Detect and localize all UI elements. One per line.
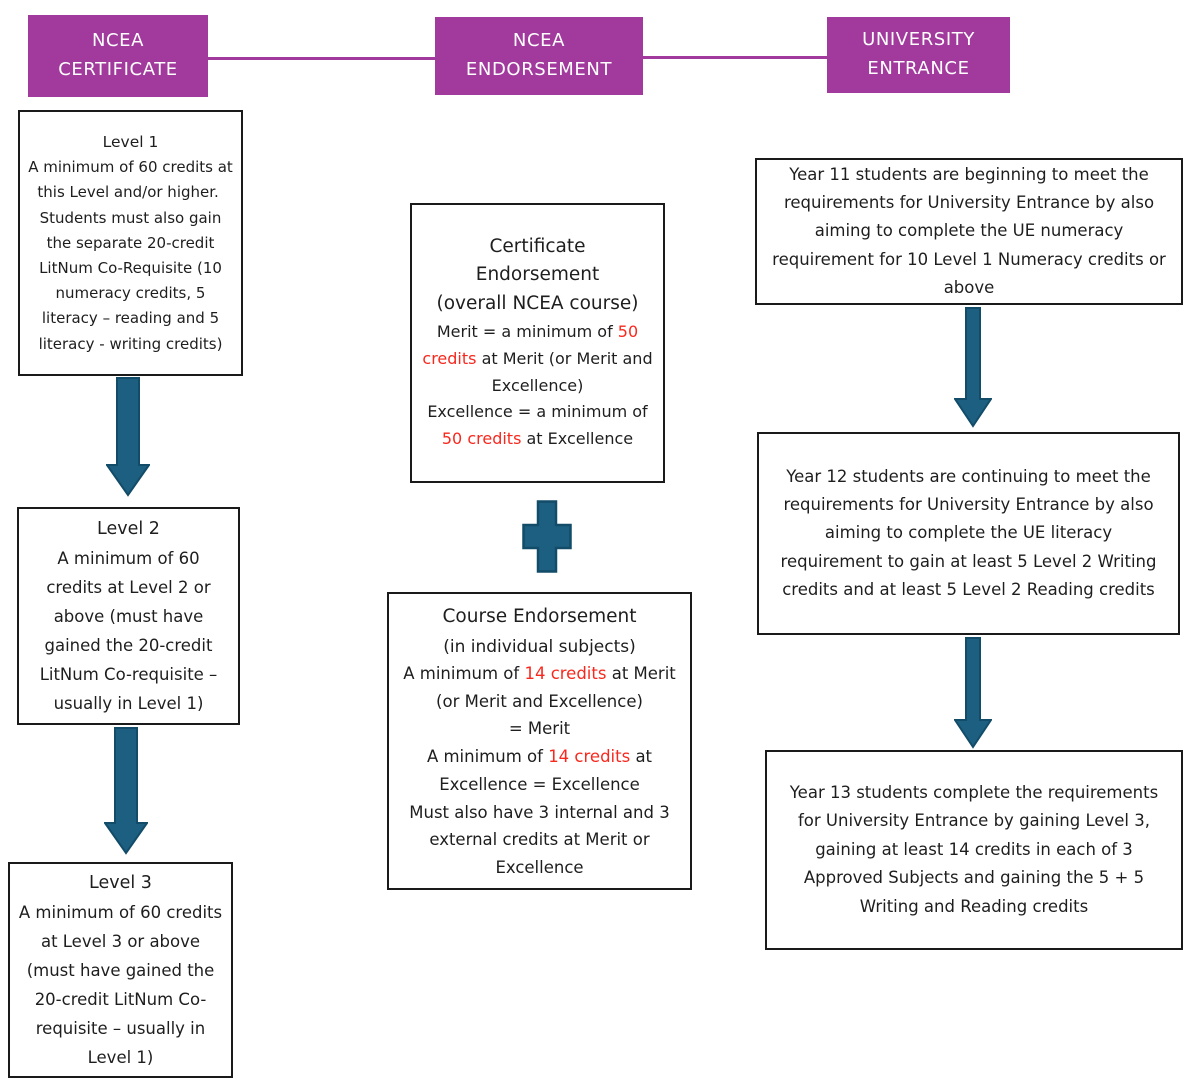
course-endorsement-text: A minimum of 14 credits at Merit (or Mer…: [403, 663, 676, 877]
level-2-text: A minimum of 60 credits at Level 2 or ab…: [39, 549, 218, 713]
year-11-text: Year 11 students are beginning to meet t…: [772, 164, 1166, 298]
course-endorsement-box: Course Endorsement (in individual subjec…: [387, 592, 692, 890]
level-1-text: A minimum of 60 credits at this Level an…: [28, 158, 233, 353]
header-ncea-endorsement: NCEA ENDORSEMENT: [435, 17, 643, 95]
level-3-box: Level 3 A minimum of 60 credits at Level…: [8, 862, 233, 1078]
year-12-text: Year 12 students are continuing to meet …: [780, 466, 1157, 600]
arrow-down-icon: [954, 307, 992, 428]
arrow-down-icon: [954, 637, 992, 749]
connector-line: [208, 57, 435, 60]
level-2-title: Level 2: [97, 518, 160, 539]
header-university-entrance: UNIVERSITY ENTRANCE: [827, 17, 1010, 93]
course-endorsement-subtitle: (in individual subjects): [443, 636, 636, 657]
year-12-box: Year 12 students are continuing to meet …: [757, 432, 1180, 635]
level-2-box: Level 2 A minimum of 60 credits at Level…: [17, 507, 240, 725]
arrow-down-icon: [106, 377, 150, 497]
year-13-text: Year 13 students complete the requiremen…: [789, 783, 1159, 916]
level-1-title: Level 1: [102, 133, 159, 152]
connector-line: [643, 56, 827, 59]
level-3-text: A minimum of 60 credits at Level 3 or ab…: [18, 903, 223, 1067]
year-11-box: Year 11 students are beginning to meet t…: [755, 158, 1183, 305]
certificate-endorsement-title: Certificate Endorsement (overall NCEA co…: [436, 235, 639, 315]
certificate-endorsement-box: Certificate Endorsement (overall NCEA co…: [410, 203, 665, 483]
course-endorsement-title: Course Endorsement: [442, 606, 637, 628]
level-3-title: Level 3: [89, 872, 152, 893]
certificate-endorsement-text: Merit = a minimum of 50 credits at Merit…: [422, 321, 653, 449]
arrow-down-icon: [104, 727, 148, 855]
level-1-box: Level 1 A minimum of 60 credits at this …: [18, 110, 243, 376]
plus-icon: [522, 500, 572, 573]
year-13-box: Year 13 students complete the requiremen…: [765, 750, 1183, 950]
header-ncea-certificate: NCEA CERTIFICATE: [28, 15, 208, 97]
